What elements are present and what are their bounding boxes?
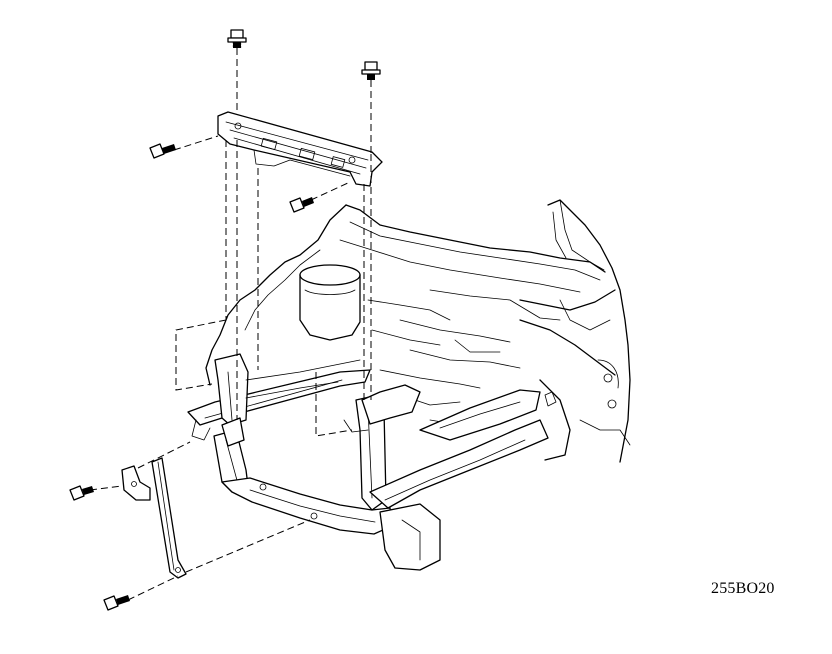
radiator-support-upper bbox=[217, 111, 383, 187]
bolt-bottom bbox=[103, 595, 130, 611]
support-bracket bbox=[121, 457, 187, 579]
radiator-support-assembly bbox=[187, 353, 549, 571]
bolt-upper-left bbox=[149, 143, 176, 159]
vehicle-body-front bbox=[205, 199, 631, 463]
bolt-top-left bbox=[227, 29, 247, 48]
figure-code-label: 255BO20 bbox=[711, 580, 775, 597]
bolt-top-right bbox=[361, 61, 381, 80]
bolt-lower-left bbox=[69, 485, 94, 501]
bolt-upper-mid bbox=[289, 197, 314, 213]
assembly-guide-lines bbox=[89, 48, 372, 601]
